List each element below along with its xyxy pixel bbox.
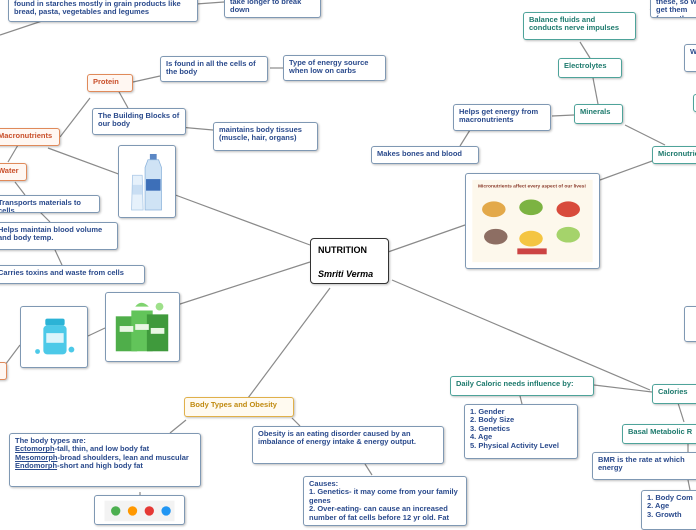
node-caloric-influence[interactable]: Daily Caloric needs influence by: <box>450 376 594 396</box>
body-types-intro: The body types are: <box>15 436 86 445</box>
node-take-longer[interactable]: take longer to break down <box>224 0 321 18</box>
node-toxins[interactable]: Carries toxins and waste from cells <box>0 265 145 284</box>
ecto-desc: -tall, thin, and low body fat <box>54 444 150 454</box>
caloric-item-4: 4. Age <box>470 432 493 442</box>
node-bmr-short[interactable]: Basal Metabolic R <box>622 424 696 444</box>
micronutrients-image: Micronutrients affect every aspect of ou… <box>465 173 600 269</box>
node-body-types-title[interactable]: Body Types and Obesity <box>184 397 294 417</box>
node-found-cells[interactable]: Is found in all the cells of the body <box>160 56 268 82</box>
node-tissues[interactable]: maintains body tissues (muscle, hair, or… <box>213 122 318 151</box>
body-type-meso: Mesomorph-broad shoulders, lean and musc… <box>15 452 195 462</box>
node-fluids[interactable]: Balance fluids and conducts nerve impuls… <box>523 12 636 40</box>
ecto-term: Ectomorph <box>15 444 55 454</box>
powder-packets-icon <box>115 302 169 352</box>
node-bmr-rate[interactable]: BMR is the rate at which energy <box>592 452 696 480</box>
food-plate-icon <box>104 500 175 522</box>
node-water[interactable]: Water <box>0 163 27 181</box>
node-grain-foods[interactable]: found in starches mostly in grain produc… <box>8 0 198 22</box>
central-title: NUTRITION <box>318 245 367 255</box>
body-type-endo: Endomorph-short and high body fat <box>15 461 195 471</box>
node-right-small[interactable] <box>693 94 696 112</box>
node-protein[interactable]: Protein <box>87 74 133 92</box>
causes-title: Causes: <box>309 479 339 488</box>
node-blood-volume[interactable]: Helps maintain blood volume and body tem… <box>0 222 118 250</box>
caloric-item-5: 5. Physical Activity Level <box>470 440 559 450</box>
meso-term: Mesomorph <box>15 452 58 462</box>
node-bones[interactable]: Makes bones and blood <box>371 146 479 164</box>
node-transports[interactable]: Transports materials to cells <box>0 195 100 213</box>
caloric-item-3: 3. Genetics <box>470 423 511 433</box>
supplement-bottle-image <box>20 306 88 368</box>
body-type-ecto: Ectomorph-tall, thin, and low body fat <box>15 445 195 453</box>
caloric-item-2: 2. Body Size <box>470 415 515 425</box>
node-body-types[interactable]: The body types are: Ectomorph-tall, thin… <box>9 433 201 487</box>
node-calories[interactable]: Calories <box>652 384 696 404</box>
water-bottle-icon <box>131 153 162 211</box>
central-topic[interactable]: NUTRITION Smriti Verma <box>310 238 389 284</box>
node-top-right[interactable]: these, so we get them from other <box>650 0 696 18</box>
node-causes[interactable]: Causes: 1. Genetics- it may come from yo… <box>303 476 467 526</box>
endo-term: Endomorph <box>15 461 58 471</box>
node-bmr-list[interactable]: 1. Body Com 2. Age 3. Growth <box>641 490 696 530</box>
bmr-item-1: 1. Body Com <box>647 493 693 502</box>
supplement-bottle-icon <box>35 318 75 355</box>
meso-desc: -broad shoulders, lean and muscular <box>57 452 189 462</box>
central-author: Smriti Verma <box>318 269 374 280</box>
node-micronutrients[interactable]: Micronutrients <box>652 146 696 164</box>
node-right-w[interactable]: W <box>684 44 696 72</box>
food-plate-image <box>94 495 185 525</box>
caloric-item-1: 1. Gender <box>470 407 505 416</box>
node-electrolytes[interactable]: Electrolytes <box>558 58 622 78</box>
node-right-mid[interactable] <box>684 306 696 342</box>
vitamin-chart-icon: Micronutrients affect every aspect of ou… <box>472 179 593 263</box>
node-caloric-list[interactable]: 1. Gender 2. Body Size 3. Genetics 4. Ag… <box>464 404 578 459</box>
cause-1: 1. Genetics- it may come from your famil… <box>309 487 458 505</box>
node-left-edge[interactable] <box>0 362 7 380</box>
endo-desc: -short and high body fat <box>57 461 143 471</box>
water-bottle-image <box>118 145 176 218</box>
node-energy-macros[interactable]: Helps get energy from macronutrients <box>453 104 551 131</box>
node-minerals[interactable]: Minerals <box>574 104 623 124</box>
node-macronutrients[interactable]: Macronutrients <box>0 128 60 146</box>
node-building-blocks[interactable]: The Building Blocks of our body <box>92 108 186 135</box>
micro-image-title: Micronutrients affect every aspect of ou… <box>478 184 586 190</box>
bmr-item-3: 3. Growth <box>647 509 682 519</box>
powder-packets-image <box>105 292 180 362</box>
node-obesity[interactable]: Obesity is an eating disorder caused by … <box>252 426 444 464</box>
cause-2: 2. Over-eating- can cause an increased n… <box>309 504 450 522</box>
node-energy-source[interactable]: Type of energy source when low on carbs <box>283 55 386 81</box>
bmr-item-2: 2. Age <box>647 501 670 511</box>
